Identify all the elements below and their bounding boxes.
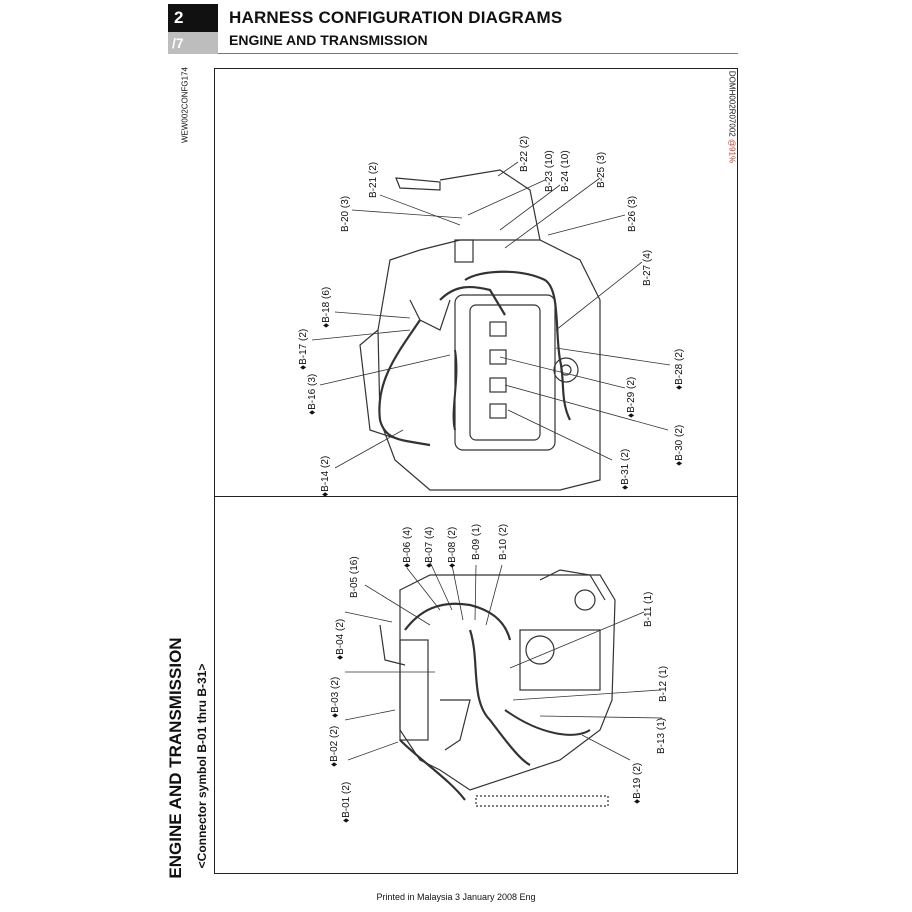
connector-label-b24: B-24 (10) xyxy=(560,150,571,192)
connector-label-b22: B-22 (2) xyxy=(519,135,530,172)
connector-label-b10: B-10 (2) xyxy=(498,523,509,560)
connector-label-b14: ♦B-14 (2) xyxy=(320,455,331,497)
upper-leader-lines xyxy=(311,161,671,469)
connector-label-b19: ♦B-19 (2) xyxy=(632,762,643,804)
page-number: /7 xyxy=(168,32,218,54)
connector-label-b21: B-21 (2) xyxy=(368,161,379,198)
page-subtitle: ENGINE AND TRANSMISSION xyxy=(229,32,428,48)
lower-engine-drawing xyxy=(379,569,616,807)
connector-label-b16: ♦B-16 (3) xyxy=(307,373,318,415)
connector-label-b20: B-20 (3) xyxy=(340,195,351,232)
connector-label-b01: ♦B-01 (2) xyxy=(341,781,352,823)
header-rule xyxy=(218,53,738,54)
connector-label-b30: ♦B-30 (2) xyxy=(674,424,685,466)
connector-label-b31: ♦B-31 (2) xyxy=(620,448,631,490)
connector-label-b26: B-26 (3) xyxy=(627,195,638,232)
connector-label-b23: B-23 (10) xyxy=(544,150,555,192)
connector-label-b06: ♦B-06 (4) xyxy=(402,526,413,568)
connector-label-b05: B-05 (16) xyxy=(349,556,360,598)
connector-label-b07: ♦B-07 (4) xyxy=(424,526,435,568)
lower-leader-lines xyxy=(344,561,663,761)
connector-label-b11: B-11 (1) xyxy=(643,591,654,627)
connector-label-b25: B-25 (3) xyxy=(596,151,607,188)
connector-label-b02: ♦B-02 (2) xyxy=(329,725,340,767)
connector-label-b03: ♦B-03 (2) xyxy=(330,676,341,718)
page-title: HARNESS CONFIGURATION DIAGRAMS xyxy=(229,8,563,27)
connector-label-b08: ♦B-08 (2) xyxy=(447,526,458,568)
diagram-frame xyxy=(214,68,738,874)
upper-engine-drawing xyxy=(359,169,601,491)
chapter-number: 2 xyxy=(168,4,218,32)
connector-label-b12: B-12 (1) xyxy=(658,665,669,702)
connector-label-b18: ♦B-18 (6) xyxy=(321,286,332,328)
connector-label-b29: ♦B-29 (2) xyxy=(626,376,637,418)
connector-label-b17: ♦B-17 (2) xyxy=(298,328,309,370)
connector-label-b04: ♦B-04 (2) xyxy=(335,618,346,660)
connector-label-b28: ♦B-28 (2) xyxy=(674,348,685,390)
connector-label-b13: B-13 (1) xyxy=(656,717,667,754)
connector-label-b09: B-09 (1) xyxy=(471,523,482,560)
diagram-divider xyxy=(214,496,738,497)
connector-label-b27: B-27 (4) xyxy=(642,249,653,286)
print-footer: Printed in Malaysia 3 January 2008 Eng xyxy=(376,892,536,902)
